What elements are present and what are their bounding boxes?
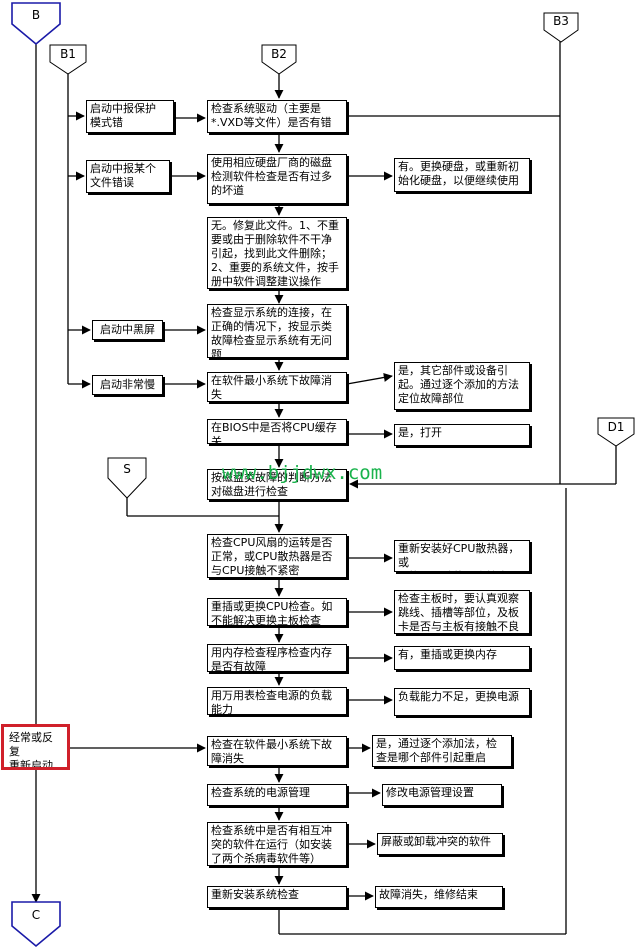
node-boot-protect-mode-error: 启动中报保护 模式错 <box>86 100 174 133</box>
node-min-system: 在软件最小系统下故障消 失 <box>207 372 347 402</box>
node-min-system-restart-yes: 是，通过逐个添加法，检 查是哪个部件引起重启 <box>372 735 512 767</box>
node-power-yes: 负载能力不足，更换电源 <box>394 688 530 716</box>
node-power-load: 用万用表检查电源的负载 能力 <box>207 687 347 715</box>
connector-D1 <box>597 417 635 447</box>
node-repair-done: 故障消失，维修结束 <box>375 886 503 908</box>
node-frequent-restart: 经常或反复 重新启动 <box>1 724 70 770</box>
connector-B1-label: B1 <box>60 47 76 61</box>
node-reinstall-system: 重新安装系统检查 <box>207 886 347 908</box>
node-disk-yes: 有。更换硬盘，或重新初 始化硬盘，以便继续使用 <box>394 158 530 192</box>
node-reseat-cpu: 重插或更换CPU检查。如 不能解决更换主板检查 <box>207 598 347 626</box>
node-memory-test: 用内存检查程序检查内存 是否有故障 <box>207 644 347 672</box>
node-check-system-driver: 检查系统驱动（主要是 *.VXD等文件）是否有错 <box>207 100 347 133</box>
node-software-conflict: 检查系统中是否有相互冲 突的软件在运行（如安装 了两个杀病毒软件等） <box>207 822 347 866</box>
connector-D1-label: D1 <box>607 420 625 434</box>
connector-B2-label: B2 <box>271 47 287 61</box>
node-cpu-fan-check: 检查CPU风扇的运转是否 正常，或CPU散热器是否 与CPU接触不紧密 <box>207 534 347 578</box>
connector-S-label: S <box>123 462 131 476</box>
connector-B <box>11 2 61 46</box>
node-bios-yes: 是，打开 <box>394 424 530 446</box>
node-cpu-fan-fix: 重新安装好CPU散热器，或 更换CPU散热器来检查。 <box>394 540 530 572</box>
node-mainboard-check: 检查主板时，要认真观察 跳线、插槽等部位，及板 卡是否与主板有接触不良 <box>394 590 530 634</box>
connector-B1 <box>49 44 87 75</box>
node-power-management: 检查系统的电源管理 <box>207 784 347 806</box>
node-min-system-yes: 是，其它部件或设备引 起。通过逐个添加的方法 定位故障部位 <box>394 362 530 410</box>
node-bios-cache: 在BIOS中是否将CPU缓存关 闭 <box>207 419 347 444</box>
connector-B3 <box>543 12 579 43</box>
node-repair-file: 无。修复此文件。1、不重 要或由于删除软件不干净 引起，找到此文件删除； 2、重… <box>207 217 347 289</box>
connector-B-label: B <box>31 8 41 22</box>
node-boot-file-error: 启动中报某个 文件错误 <box>86 160 170 193</box>
connector-C-label: C <box>31 908 41 922</box>
node-disk-fault-check: 按磁盘类故障的判断方法 对磁盘进行检查 <box>207 469 347 500</box>
node-disk-tool-check: 使用相应硬盘厂商的磁盘 检测软件检查是否有过多 的坏道 <box>207 154 347 204</box>
node-power-management-fix: 修改电源管理设置 <box>382 784 502 806</box>
node-black-screen: 启动中黑屏 <box>92 320 163 340</box>
connector-S <box>107 457 147 499</box>
node-memory-yes: 有，重插或更换内存 <box>394 646 530 670</box>
connector-B2 <box>261 44 297 75</box>
node-min-system-restart: 检查在软件最小系统下故 障消失 <box>207 736 347 766</box>
node-slow-boot: 启动非常慢 <box>92 375 163 395</box>
node-conflict-fix: 屏蔽或卸载冲突的软件 <box>377 833 503 855</box>
connector-C <box>11 901 61 948</box>
watermark-text: www.bjjdwx.com <box>222 462 383 484</box>
connector-B3-label: B3 <box>553 14 569 28</box>
node-display-check: 检查显示系统的连接，在 正确的情况下，按显示类 故障检查显示系统有无问 题 <box>207 304 347 358</box>
